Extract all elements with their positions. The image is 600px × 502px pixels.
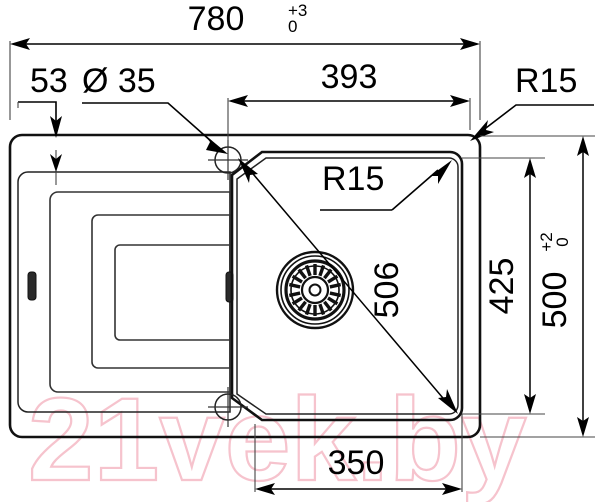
bowl-diagonal-value: 506 (368, 262, 406, 319)
left-offset-dimension: 53 (17, 62, 68, 185)
overall-height-value: 500 (536, 272, 574, 329)
overall-height-tol-lower: 0 (553, 237, 572, 246)
bowl-bottom-width-dimension: 350 (254, 414, 463, 495)
outer-corner-radius-value: R15 (515, 62, 577, 100)
faucet-hole-bottom (208, 387, 248, 427)
bowl-corner-radius: R15 (320, 160, 452, 211)
faucet-hole-diameter: Ø 35 (82, 62, 228, 154)
left-offset-value: 53 (30, 62, 68, 100)
faucet-hole-top (208, 140, 248, 180)
overall-height-dimension: 500 +2 0 (480, 135, 595, 438)
bowl-width-value: 393 (321, 58, 378, 96)
bowl-width-dimension: 393 (227, 58, 471, 145)
drain-strainer (275, 250, 355, 330)
sink-bowl (230, 150, 464, 422)
inner-height-value: 425 (483, 258, 521, 315)
faucet-hole-diameter-value: Ø 35 (82, 62, 156, 100)
drainboard-slot-left (27, 271, 37, 301)
overall-width-dimension: 780 +3 0 (9, 0, 481, 120)
overall-width-tol-upper: +3 (288, 1, 307, 20)
sink-outer-outline (8, 133, 482, 439)
inner-height-dimension: 425 (462, 157, 545, 415)
outer-corner-radius: R15 (470, 62, 594, 141)
overall-height-tol-upper: +2 (537, 232, 556, 251)
bowl-diagonal-dimension: 506 (238, 158, 458, 414)
bowl-corner-radius-value: R15 (322, 160, 384, 198)
overall-width-value: 780 (188, 0, 245, 38)
overall-width-tol-lower: 0 (288, 17, 297, 36)
bowl-bottom-width-value: 350 (328, 444, 385, 482)
